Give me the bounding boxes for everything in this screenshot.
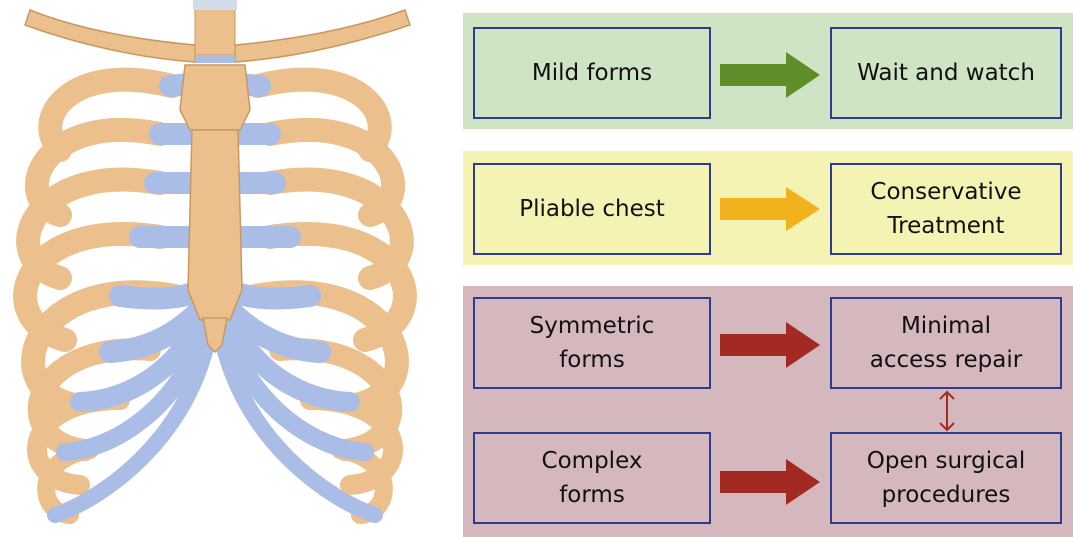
conservative-treatment-box: Conservative Treatment (830, 163, 1062, 255)
ribs-left (25, 80, 210, 515)
double-headed-arrow-icon (937, 390, 957, 432)
right-arrow-icon (720, 459, 820, 505)
rib-cage-illustration (0, 0, 440, 537)
right-arrow-icon (720, 187, 820, 231)
minimal-access-repair-box: Minimal access repair (830, 297, 1062, 389)
pliable-chest-box: Pliable chest (473, 163, 711, 255)
spine-top (193, 0, 237, 63)
right-arrow-icon (720, 52, 820, 98)
symmetric-forms-box: Symmetric forms (473, 297, 711, 389)
wait-and-watch-box: Wait and watch (830, 27, 1062, 119)
right-arrow-icon (720, 322, 820, 368)
mild-forms-box: Mild forms (473, 27, 711, 119)
ribs-right (220, 80, 405, 515)
open-surgical-procedures-box: Open surgical procedures (830, 432, 1062, 524)
complex-forms-box: Complex forms (473, 432, 711, 524)
